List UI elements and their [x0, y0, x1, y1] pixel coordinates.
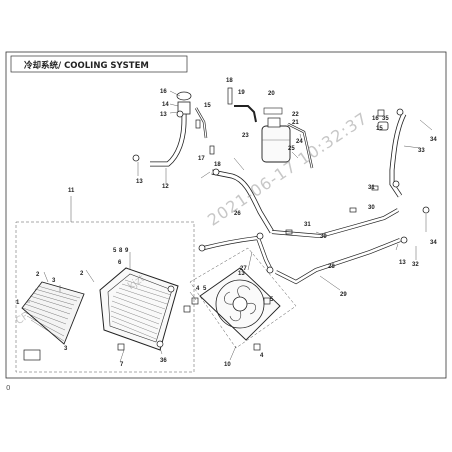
callout-24: 24 [296, 139, 303, 145]
callout-13: 13 [136, 179, 143, 185]
callout-13: 13 [238, 271, 245, 277]
diagram-border [5, 51, 447, 379]
callout-15: 15 [204, 103, 211, 109]
callout-18: 18 [226, 78, 233, 84]
callout-34: 34 [430, 240, 437, 246]
callout-2: 2 [80, 271, 84, 277]
callout-34: 34 [430, 137, 437, 143]
callout-16: 16 [160, 89, 167, 95]
callout-5: 5 [113, 248, 117, 254]
callout-17: 17 [198, 156, 205, 162]
callout-35: 35 [382, 116, 389, 122]
callout-14: 14 [162, 102, 169, 108]
callout-36: 36 [160, 358, 167, 364]
callout-9: 9 [125, 248, 129, 254]
callout-30: 30 [368, 205, 375, 211]
callout-31: 31 [368, 185, 375, 191]
callout-5: 5 [203, 286, 207, 292]
page-marker: 0 [6, 384, 11, 392]
callout-27: 27 [240, 266, 247, 272]
callout-7: 7 [120, 362, 124, 368]
callout-3: 3 [64, 346, 68, 352]
callout-31: 31 [304, 222, 311, 228]
callout-20: 20 [268, 91, 275, 97]
callout-6: 6 [118, 260, 122, 266]
callout-30: 30 [320, 234, 327, 240]
callout-13: 13 [160, 112, 167, 118]
radiator-core-left [21, 281, 85, 345]
callout-13: 13 [399, 260, 406, 266]
expansion-tank [261, 107, 291, 163]
coolant-hoses [150, 105, 407, 285]
callout-12: 12 [162, 184, 169, 190]
callout-32: 32 [412, 262, 419, 268]
page-title: 冷却系统/ COOLING SYSTEM [24, 61, 149, 71]
callout-8: 8 [119, 248, 123, 254]
callout-29: 29 [340, 292, 347, 298]
radiator-main [99, 267, 179, 351]
leader-lines [27, 90, 433, 363]
callout-4: 4 [196, 286, 200, 292]
title-box [10, 55, 188, 73]
callout-25: 25 [288, 146, 295, 152]
callout-15: 15 [376, 126, 383, 132]
callout-1: 1 [16, 300, 20, 306]
bleed-fitting [377, 121, 389, 131]
callout-28: 28 [328, 264, 335, 270]
callout-21: 21 [292, 120, 299, 126]
fasteners [23, 87, 385, 361]
callout-33: 33 [418, 148, 425, 154]
callout-26: 26 [234, 211, 241, 217]
callout-19: 19 [238, 90, 245, 96]
fan-group-bracket [189, 247, 297, 349]
filler-neck [176, 91, 192, 115]
callout-4: 4 [260, 353, 264, 359]
hose-clamps [132, 108, 430, 274]
callout-10: 10 [224, 362, 231, 368]
callout-18: 18 [214, 162, 221, 168]
callout-5: 5 [270, 297, 274, 303]
callout-labels: 1 2 2 3 3 4 4 5 5 5 8 9 6 7 10 11 12 13 … [16, 78, 437, 368]
callout-2: 2 [36, 272, 40, 278]
callout-3: 3 [52, 278, 56, 284]
callout-22: 22 [292, 112, 299, 118]
callout-23: 23 [242, 133, 249, 139]
callout-11: 11 [68, 188, 75, 194]
cooling-fan [199, 267, 281, 341]
callout-16: 16 [372, 116, 379, 122]
